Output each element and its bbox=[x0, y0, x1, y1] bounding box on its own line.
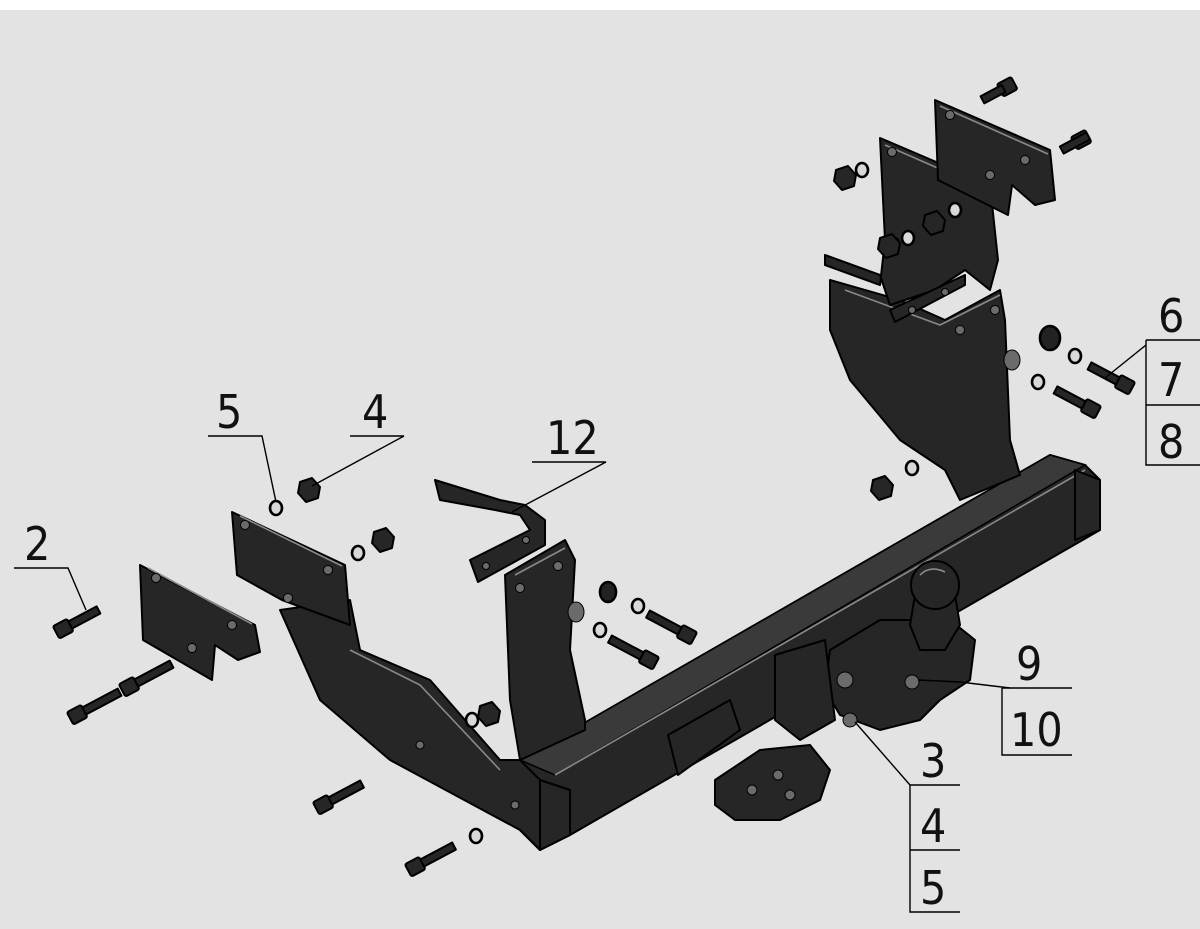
callout-8: 8 bbox=[1158, 415, 1184, 469]
nuts bbox=[297, 165, 946, 727]
right-side-bracket bbox=[829, 279, 1021, 501]
callout-3: 3 bbox=[920, 734, 946, 788]
left-inner-plate bbox=[231, 511, 351, 626]
left-outer-plate bbox=[139, 564, 261, 681]
callout-5-lower: 5 bbox=[920, 861, 946, 915]
tow-ball-assembly bbox=[667, 560, 976, 821]
callout-7: 7 bbox=[1158, 353, 1184, 407]
callout-2: 2 bbox=[24, 517, 50, 571]
callout-9: 9 bbox=[1016, 637, 1042, 691]
callout-5: 5 bbox=[216, 385, 242, 439]
right-upper-plate-b bbox=[934, 99, 1056, 216]
callout-6: 6 bbox=[1158, 289, 1184, 343]
left-side-bracket bbox=[279, 599, 541, 851]
callout-12: 12 bbox=[546, 411, 599, 465]
center-strap bbox=[434, 479, 546, 583]
callout-10: 10 bbox=[1010, 703, 1063, 757]
callout-labels: 2 5 4 12 6 7 8 9 10 3 4 5 bbox=[24, 289, 1184, 915]
leader-lines bbox=[14, 339, 1200, 913]
bolts bbox=[52, 76, 1136, 877]
top-band bbox=[0, 0, 1200, 10]
center-upright-bracket bbox=[504, 539, 586, 761]
callout-4-lower: 4 bbox=[920, 799, 946, 853]
callout-4: 4 bbox=[362, 385, 388, 439]
washers bbox=[268, 161, 1083, 845]
